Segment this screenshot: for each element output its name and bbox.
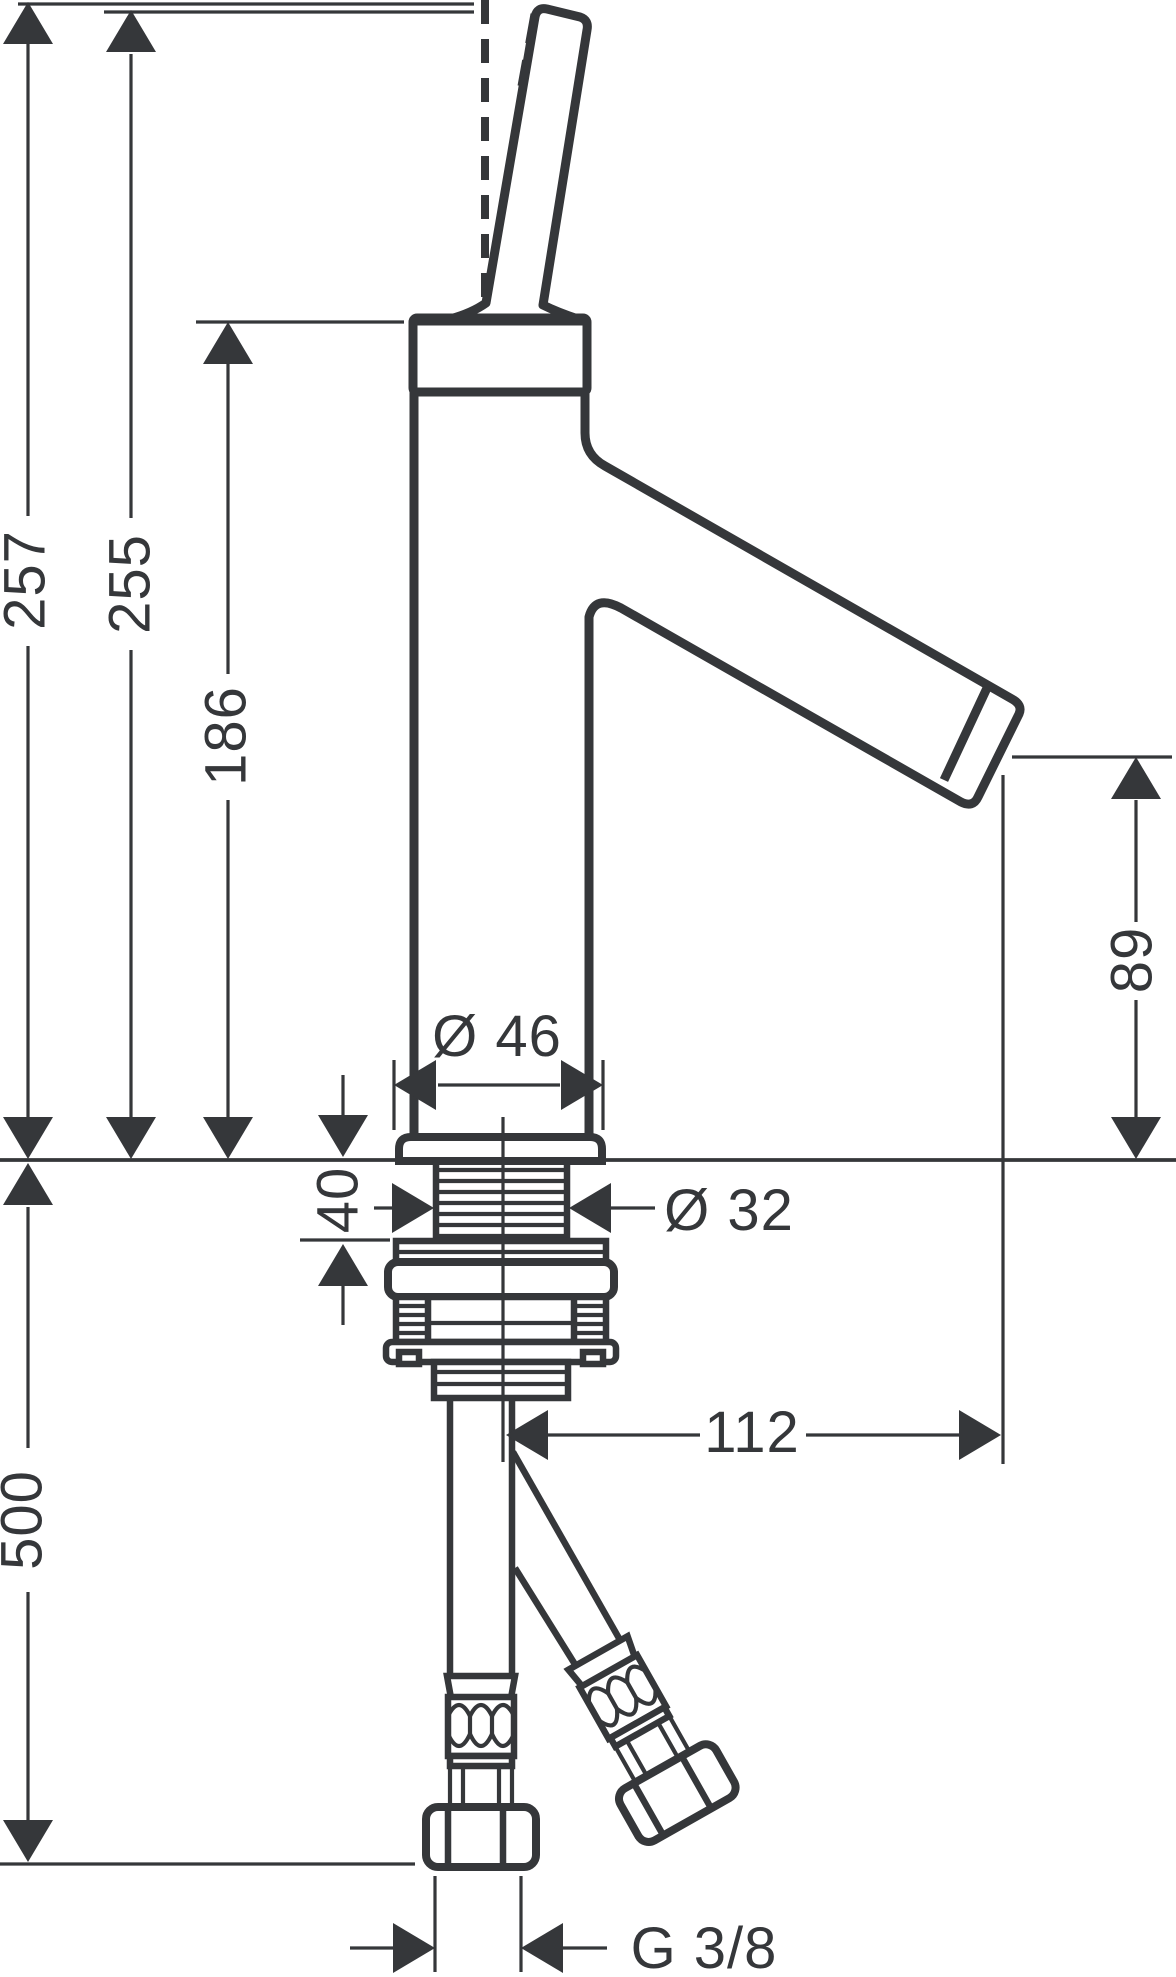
dimension-lines — [26, 44, 1138, 1950]
arrow-g38-left — [393, 1923, 435, 1973]
dim-label-diameter-32: Ø 32 — [664, 1178, 794, 1243]
arrow-255-bottom — [106, 1117, 156, 1159]
arrow-40-bottom — [318, 1244, 368, 1286]
arrow-d46-right — [561, 1060, 603, 1110]
arrow-d32-left — [392, 1183, 434, 1233]
body-right-edge-and-spout — [580, 392, 1025, 1137]
arrow-112-left — [506, 1410, 548, 1460]
arrow-89-bottom — [1111, 1117, 1161, 1159]
angled-hose-connector — [550, 1626, 740, 1846]
lock-nut-notch-left — [395, 1348, 423, 1368]
angled-hose-upper-edge — [510, 1450, 623, 1642]
base-flange — [395, 1133, 606, 1165]
arrow-g38-right — [521, 1923, 563, 1973]
dim-label-255: 255 — [98, 534, 163, 634]
nut-thread-hatch — [397, 1303, 605, 1336]
sleeve-lines — [435, 1369, 567, 1387]
arrow-500-bottom — [3, 1820, 53, 1862]
spout-aerator-line — [939, 686, 992, 782]
arrow-257-top — [3, 2, 53, 44]
lever-handle — [445, 4, 592, 324]
shank-lower-sleeve — [430, 1358, 572, 1402]
mounting-assembly — [382, 1161, 620, 1402]
dim-label-112: 112 — [704, 1400, 799, 1465]
threaded-shank-edges — [432, 1161, 571, 1241]
cartridge-cap — [408, 313, 592, 397]
vertical-hose-connector — [426, 1676, 536, 1867]
dim-label-diameter-46: Ø 46 — [432, 1004, 562, 1069]
nut-inner-edges — [424, 1297, 578, 1342]
faucet-outline — [395, 0, 1025, 1165]
arrow-255-top — [106, 10, 156, 52]
dimension-arrows — [3, 2, 1161, 1973]
dimension-labels: 257 255 186 89 Ø 46 Ø 32 40 112 500 G 3/… — [0, 530, 1165, 1977]
arrow-40-top — [318, 1115, 368, 1157]
lock-nut-notch-right — [579, 1348, 607, 1368]
arrow-89-top — [1111, 757, 1161, 799]
dim-label-40: 40 — [306, 1167, 371, 1234]
dim-label-500: 500 — [0, 1470, 55, 1570]
arrow-112-right — [959, 1410, 1001, 1460]
mounting-nut-upper — [384, 1258, 618, 1301]
arrow-d46-left — [394, 1060, 436, 1110]
arrow-257-bottom — [3, 1117, 53, 1159]
dim-label-thread-g38: G 3/8 — [631, 1916, 778, 1977]
supply-hoses — [426, 1398, 740, 1867]
arrow-186-bottom — [203, 1117, 253, 1159]
dim-label-257: 257 — [0, 530, 58, 630]
arrow-500-top — [3, 1163, 53, 1205]
angled-hose-lower-edge — [512, 1566, 579, 1668]
arrow-d32-right — [569, 1183, 611, 1233]
dim-label-89: 89 — [1100, 927, 1165, 994]
arrow-186-top — [203, 322, 253, 364]
dim-label-186: 186 — [194, 686, 259, 786]
